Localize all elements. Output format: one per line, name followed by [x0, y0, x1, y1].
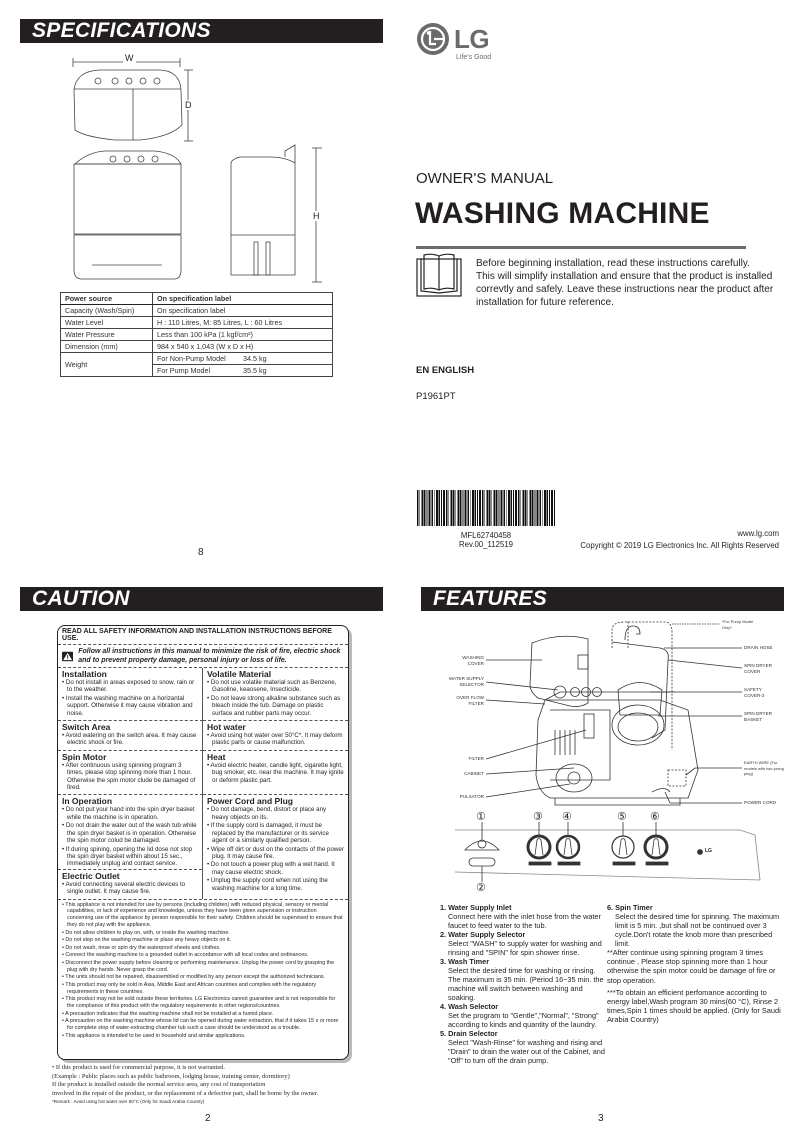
- callout-4: ④: [562, 811, 572, 823]
- warranty-footer: • If this product is used for commercial…: [52, 1064, 319, 1105]
- section-volatile-material: Volatile Material • Do not use volatile …: [203, 668, 348, 722]
- depth-label: D: [185, 100, 192, 110]
- label-drain-hose: DRAIN HOSE: [744, 645, 773, 650]
- label-over-flow-filter: OVER FLOW FILTER: [456, 695, 484, 706]
- book-icon: [416, 253, 462, 298]
- brand-name: LG: [454, 23, 490, 54]
- warning-row: Follow all instructions in this manual t…: [58, 645, 348, 668]
- section-spin-motor: Spin Motor • After continuous using spin…: [58, 750, 203, 796]
- height-label: H: [313, 211, 320, 221]
- intro-text: Before beginning installation, read thes…: [476, 258, 774, 308]
- callout-2: ②: [476, 882, 486, 894]
- copyright: Copyright © 2019 LG Electronics Inc. All…: [580, 541, 779, 550]
- callout-5: ⑤: [617, 811, 627, 823]
- brand-tagline: Life's Good: [456, 54, 492, 61]
- section-power-cord: Power Cord and Plug • Do not damage, ben…: [207, 796, 344, 892]
- note-energy-label: ***To obtain an efficient perfomance acc…: [607, 987, 781, 1025]
- features-diagram: WASHING COVER WATER SUPPLY SELECTOR OVER…: [420, 619, 790, 810]
- label-power-cord: POWER CORD: [744, 800, 777, 805]
- lg-logo: LG: [416, 22, 490, 56]
- caution-box-heading: READ ALL SAFETY INFORMATION AND INSTALLA…: [58, 626, 348, 645]
- label-earth-wire: EARTH WIRE (For models with two prong pl…: [744, 760, 784, 777]
- callout-3: ③: [533, 811, 543, 823]
- label-water-supply-selector: WATER SUPPLY SELECTOR: [448, 676, 484, 687]
- section-heat: Heat • Avoid electric heater, candle lig…: [203, 751, 348, 796]
- table-row: Capacity (Wash/Spin)On specification lab…: [60, 304, 333, 317]
- panel-lg-logo: LG: [705, 848, 712, 854]
- owners-manual-label: OWNER'S MANUAL: [416, 170, 554, 187]
- label-spin-dryer-cover: SPIN DRYER COVER: [744, 663, 772, 674]
- barcode-caption: MFL62740458 Rev.00_112519: [459, 531, 513, 549]
- lg-face-icon: [417, 23, 449, 55]
- specifications-header: SPECIFICATIONS: [20, 19, 383, 43]
- control-panel-diagram: ① ② ③ ④ ⑤ ⑥ LG: [455, 810, 765, 895]
- website-link[interactable]: www.lg.com: [737, 529, 779, 538]
- section-electric-outlet: Electric Outlet • Avoid connecting sever…: [58, 868, 202, 896]
- barcode: [417, 490, 555, 526]
- callout-6: ⑥: [650, 811, 660, 823]
- product-title: WASHING MACHINE: [415, 197, 710, 230]
- section-switch-area: Switch Area • Avoid watering on the swit…: [58, 721, 203, 751]
- label-pulsator: PULSATOR: [459, 794, 484, 799]
- features-header: FEATURES: [421, 587, 784, 611]
- title-divider: [416, 246, 746, 249]
- dimension-diagram: W D H: [70, 53, 340, 285]
- page-number-3: 3: [598, 1113, 604, 1124]
- label-cabinet: CABINET: [464, 771, 484, 776]
- section-installation: Installation • Do not install in areas e…: [58, 668, 203, 722]
- language-label: EN ENGLISH: [416, 365, 475, 376]
- label-filter: FILTER: [468, 756, 484, 761]
- section-hot-water: Hot water • Avoid using hot water over 5…: [203, 721, 348, 751]
- warning-triangle-icon: [62, 651, 74, 661]
- section-in-operation: In Operation • Do not put your hand into…: [58, 795, 203, 899]
- label-spin-dryer-basket: SPIN DRYER BASKET: [744, 711, 772, 722]
- label-safety-cover: SAFETY COVER-2: [744, 687, 765, 698]
- features-list-right: 6. Spin Timer Select the desired time fo…: [607, 903, 781, 1025]
- table-row: Dimension (mm)984 x 540 x 1,043 (W x D x…: [60, 340, 333, 353]
- features-list-left: 1. Water Supply Inlet Connect here with …: [440, 903, 605, 1065]
- note-spin-limit: **After continue using spinning program …: [607, 948, 776, 985]
- page-number-2: 2: [205, 1113, 211, 1124]
- callout-1: ①: [476, 811, 486, 823]
- general-cautions: • This appliance is not intended for use…: [58, 898, 348, 1044]
- label-pump-note: *For Pump Model Only*: [722, 619, 754, 630]
- caution-header: CAUTION: [20, 587, 383, 611]
- caution-sections: Installation • Do not install in areas e…: [58, 668, 348, 899]
- width-label: W: [123, 53, 136, 63]
- page-number-8: 8: [198, 547, 204, 558]
- caution-box: READ ALL SAFETY INFORMATION AND INSTALLA…: [57, 625, 349, 1060]
- label-washing-cover: WASHING COVER: [462, 655, 484, 666]
- model-number: P1961PT: [416, 391, 456, 402]
